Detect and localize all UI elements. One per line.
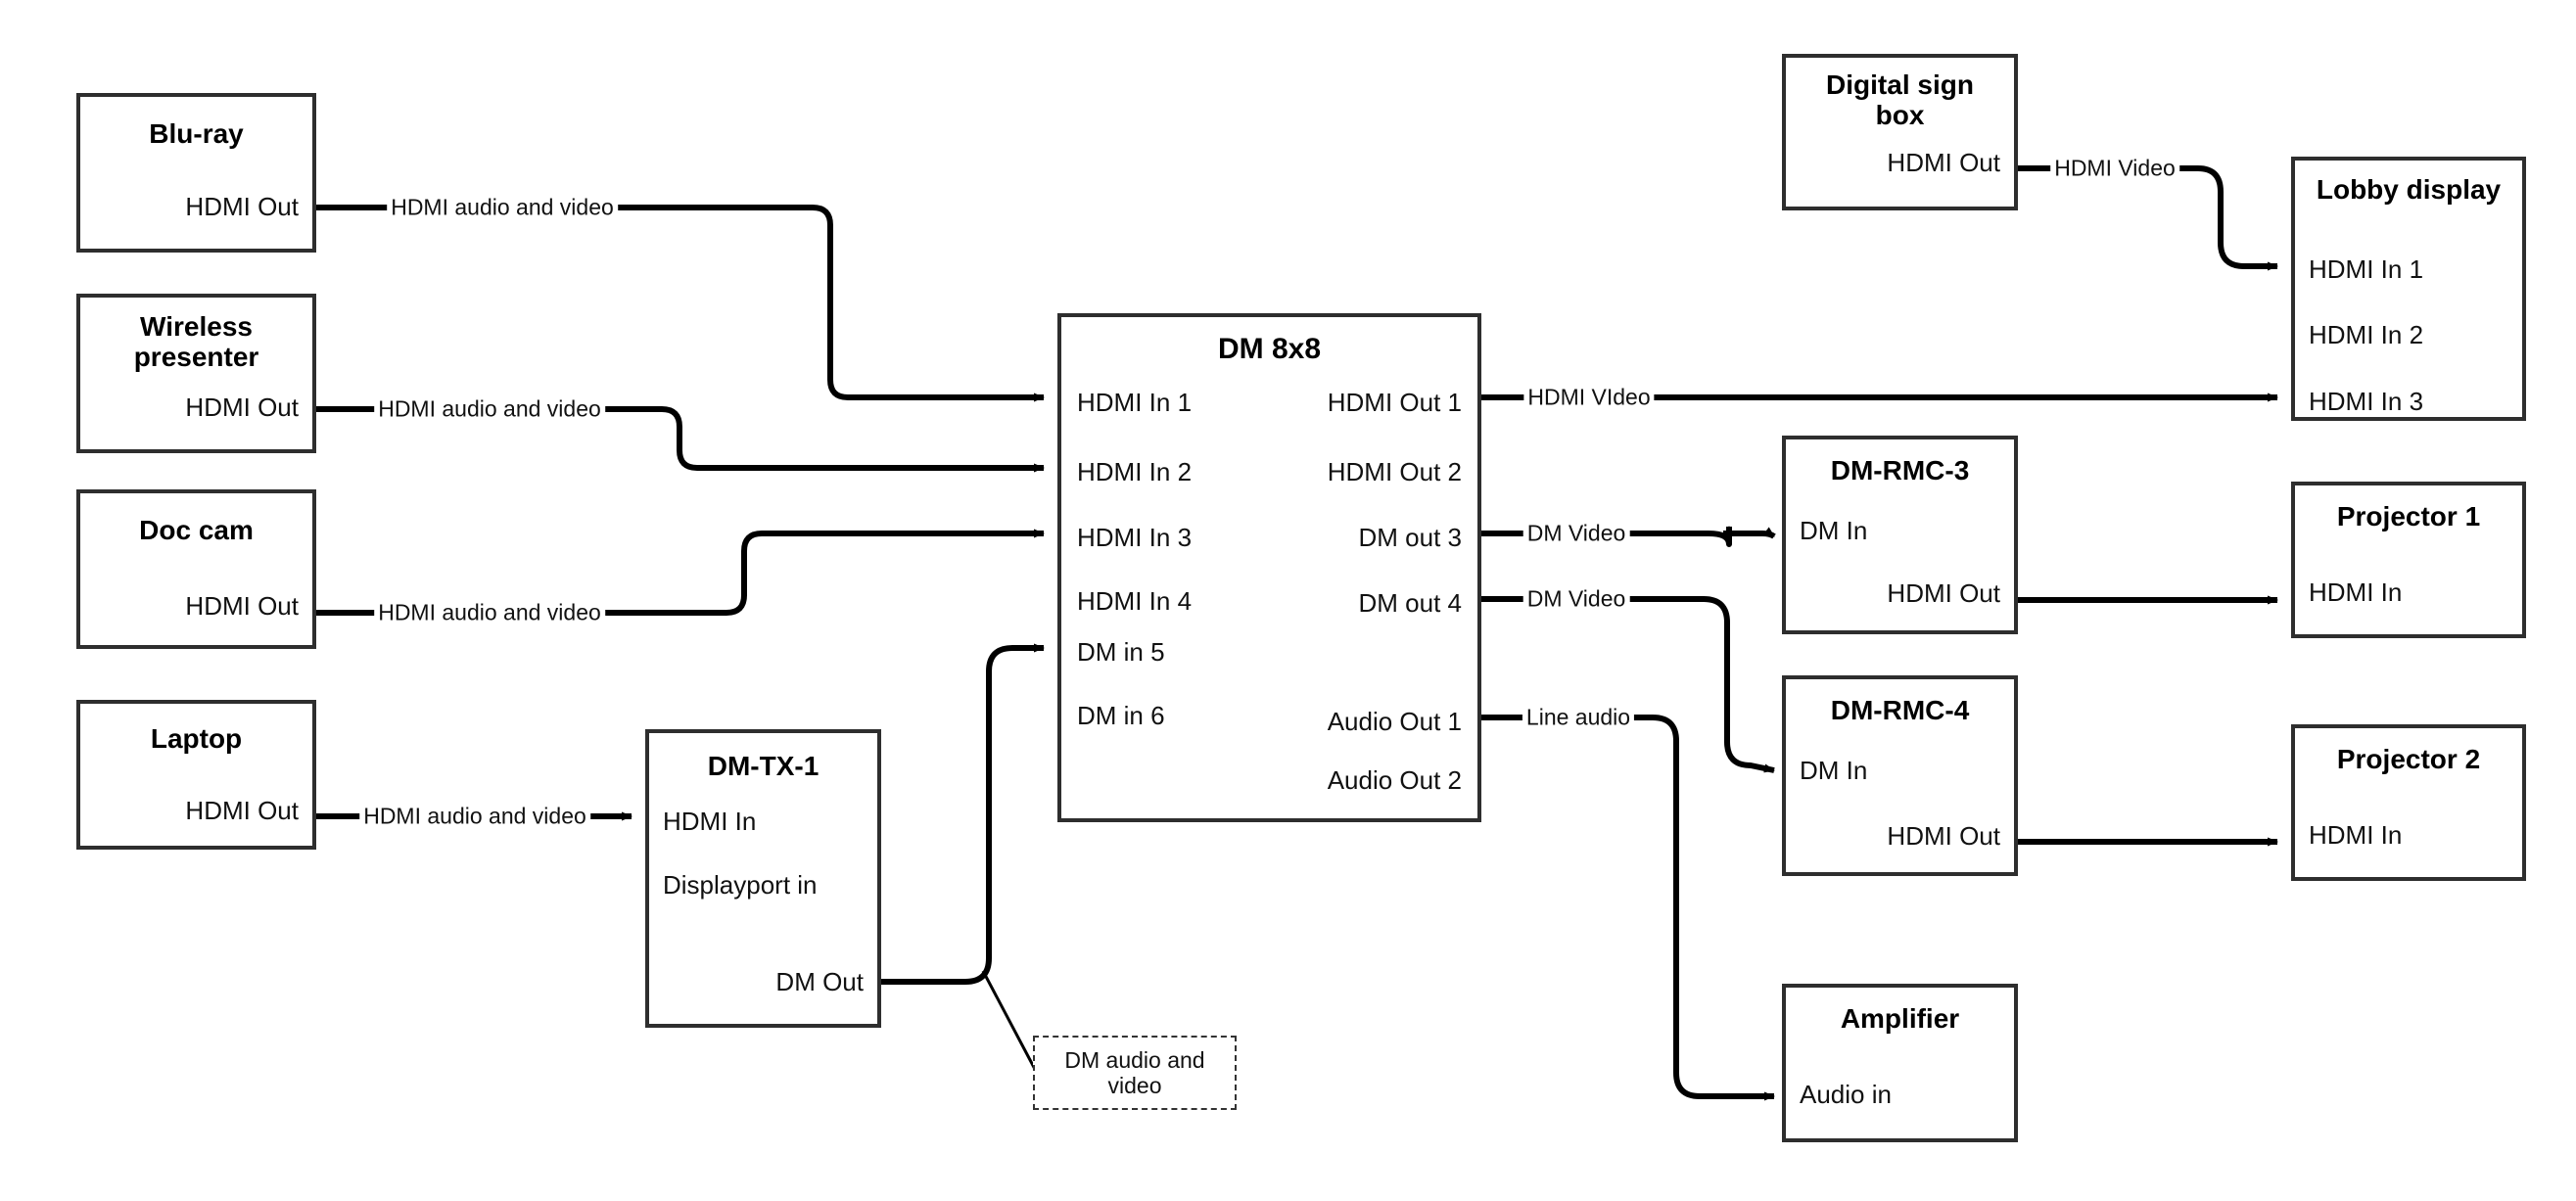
port-dmtx1-dm-out[interactable]: DM Out xyxy=(775,967,864,996)
node-digital-sign-box-title: Digital sign box xyxy=(1826,69,1974,131)
node-wireless-presenter[interactable]: Wireless presenter HDMI Out xyxy=(76,294,316,453)
wire-doccam-to-dm8x8 xyxy=(315,529,1045,616)
node-bluray[interactable]: Blu-ray HDMI Out xyxy=(76,93,316,253)
port-dm8x8-audio-out-2[interactable]: Audio Out 2 xyxy=(1327,765,1462,795)
node-wireless-presenter-title: Wireless presenter xyxy=(133,311,259,373)
port-amplifier-audio-in[interactable]: Audio in xyxy=(1800,1080,1892,1109)
node-dm-8x8[interactable]: DM 8x8 HDMI In 1 HDMI In 2 HDMI In 3 HDM… xyxy=(1057,313,1481,822)
port-signbox-hdmi-out[interactable]: HDMI Out xyxy=(1887,148,2000,177)
wire-signbox-to-lobby xyxy=(2017,165,2278,271)
port-dm8x8-hdmi-in-1[interactable]: HDMI In 1 xyxy=(1077,388,1193,417)
edge-label-line-audio: Line audio xyxy=(1522,704,1635,731)
port-dmrmc4-dm-in[interactable]: DM In xyxy=(1800,756,1868,785)
port-dm8x8-hdmi-out-1[interactable]: HDMI Out 1 xyxy=(1327,388,1462,417)
callout-leader-line xyxy=(981,970,1040,1076)
port-lobby-hdmi-in-2[interactable]: HDMI In 2 xyxy=(2309,320,2424,349)
node-bluray-title: Blu-ray xyxy=(149,118,244,149)
port-dm8x8-hdmi-in-2[interactable]: HDMI In 2 xyxy=(1077,457,1193,486)
port-lobby-hdmi-in-3[interactable]: HDMI In 3 xyxy=(2309,387,2424,416)
port-dm8x8-hdmi-in-3[interactable]: HDMI In 3 xyxy=(1077,523,1193,552)
wire-dm8x8-to-dmrmc4 xyxy=(1481,596,1775,773)
port-wireless-hdmi-out[interactable]: HDMI Out xyxy=(185,393,299,422)
edge-label-doccam: HDMI audio and video xyxy=(374,599,605,626)
wire-dmtx1-to-dm8x8 xyxy=(881,643,1045,985)
wire-wireless-to-dm8x8 xyxy=(315,406,1045,473)
node-amplifier[interactable]: Amplifier Audio in xyxy=(1782,984,2018,1142)
node-laptop-title: Laptop xyxy=(150,723,243,754)
node-lobby-display[interactable]: Lobby display HDMI In 1 HDMI In 2 HDMI I… xyxy=(2291,157,2526,421)
port-laptop-hdmi-out[interactable]: HDMI Out xyxy=(185,796,299,825)
port-doccam-hdmi-out[interactable]: HDMI Out xyxy=(185,591,299,621)
port-dmtx1-hdmi-in[interactable]: HDMI In xyxy=(663,807,757,836)
node-doc-cam-title: Doc cam xyxy=(139,515,254,545)
port-dm8x8-audio-out-1[interactable]: Audio Out 1 xyxy=(1327,707,1462,736)
node-dm-rmc-4[interactable]: DM-RMC-4 DM In HDMI Out xyxy=(1782,675,2018,876)
node-dm-8x8-title: DM 8x8 xyxy=(1217,333,1322,365)
node-dm-tx-1-title: DM-TX-1 xyxy=(707,751,820,781)
port-projector2-hdmi-in[interactable]: HDMI In xyxy=(2309,820,2403,850)
port-dm8x8-dm-out-4[interactable]: DM out 4 xyxy=(1358,588,1463,618)
port-dmtx1-displayport-in[interactable]: Displayport in xyxy=(663,870,818,900)
wire-bluray-to-dm8x8 xyxy=(315,205,1045,402)
port-lobby-hdmi-in-1[interactable]: HDMI In 1 xyxy=(2309,254,2424,284)
port-dm8x8-dm-in-6[interactable]: DM in 6 xyxy=(1077,701,1165,730)
edge-label-dm-video-3: DM Video xyxy=(1522,520,1630,547)
node-digital-sign-box[interactable]: Digital sign box HDMI Out xyxy=(1782,54,2018,210)
node-doc-cam[interactable]: Doc cam HDMI Out xyxy=(76,489,316,649)
node-projector-1[interactable]: Projector 1 HDMI In xyxy=(2291,482,2526,638)
wire-dm8x8-to-dmrmc3-tail xyxy=(1723,527,1776,539)
edge-label-signbox: HDMI Video xyxy=(2050,155,2179,182)
node-projector-2-title: Projector 2 xyxy=(2336,744,2481,774)
node-dm-rmc-3-title: DM-RMC-3 xyxy=(1830,455,1970,485)
edge-label-bluray: HDMI audio and video xyxy=(387,194,618,221)
edge-label-wireless: HDMI audio and video xyxy=(374,395,605,423)
edge-label-hdmi-video-out1: HDMI VIdeo xyxy=(1523,384,1655,411)
node-lobby-display-title: Lobby display xyxy=(2316,174,2502,205)
node-dm-rmc-3[interactable]: DM-RMC-3 DM In HDMI Out xyxy=(1782,436,2018,634)
node-laptop[interactable]: Laptop HDMI Out xyxy=(76,700,316,850)
port-dm8x8-hdmi-in-4[interactable]: HDMI In 4 xyxy=(1077,586,1193,616)
port-dmrmc3-hdmi-out[interactable]: HDMI Out xyxy=(1887,578,2000,608)
node-projector-2[interactable]: Projector 2 HDMI In xyxy=(2291,724,2526,881)
node-dm-tx-1[interactable]: DM-TX-1 HDMI In Displayport in DM Out xyxy=(645,729,881,1028)
edge-label-dm-video-4: DM Video xyxy=(1522,585,1630,613)
port-bluray-hdmi-out[interactable]: HDMI Out xyxy=(185,192,299,221)
port-dm8x8-dm-out-3[interactable]: DM out 3 xyxy=(1358,523,1463,552)
node-dm-rmc-4-title: DM-RMC-4 xyxy=(1830,695,1970,725)
edge-label-laptop: HDMI audio and video xyxy=(359,803,590,830)
port-dm8x8-dm-in-5[interactable]: DM in 5 xyxy=(1077,637,1165,667)
port-dm8x8-hdmi-out-2[interactable]: HDMI Out 2 xyxy=(1327,457,1462,486)
port-projector1-hdmi-in[interactable]: HDMI In xyxy=(2309,577,2403,607)
port-dmrmc3-dm-in[interactable]: DM In xyxy=(1800,516,1868,545)
callout-dm-audio-video: DM audio and video xyxy=(1033,1036,1237,1110)
node-amplifier-title: Amplifier xyxy=(1840,1003,1960,1034)
node-projector-1-title: Projector 1 xyxy=(2336,501,2481,531)
port-dmrmc4-hdmi-out[interactable]: HDMI Out xyxy=(1887,821,2000,851)
wire-dm8x8-to-amplifier xyxy=(1481,715,1775,1101)
